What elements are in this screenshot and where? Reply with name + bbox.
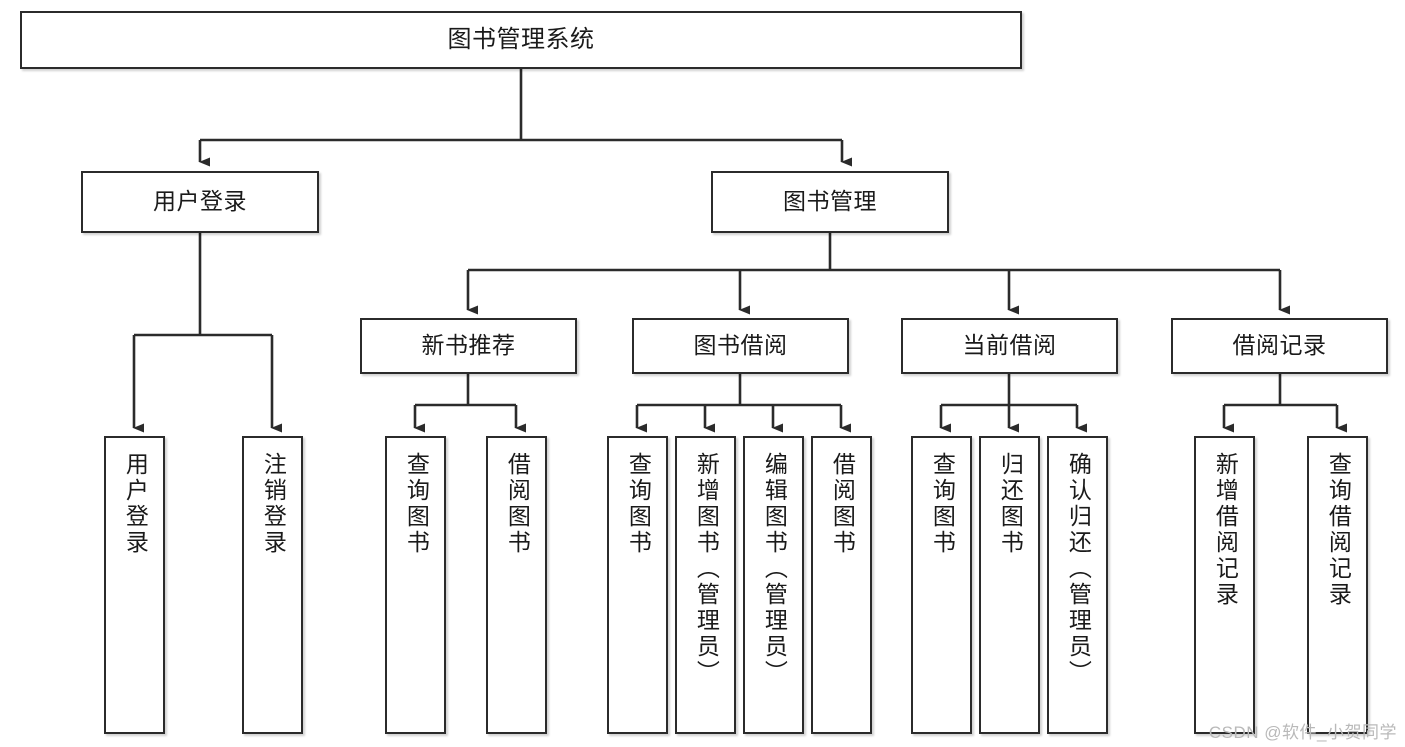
node-leaf-query-book-2-label: 查询图书 bbox=[625, 452, 652, 556]
node-leaf-edit-book-label: 编辑图书（管理员） bbox=[761, 452, 788, 686]
node-new-book-recommend[interactable]: 新书推荐 bbox=[360, 318, 577, 374]
node-leaf-add-book[interactable]: 新增图书（管理员） bbox=[675, 436, 736, 734]
node-leaf-logout-login[interactable]: 注销登录 bbox=[242, 436, 303, 734]
node-current-borrow[interactable]: 当前借阅 bbox=[901, 318, 1118, 374]
node-leaf-borrow-book-1[interactable]: 借阅图书 bbox=[486, 436, 547, 734]
node-leaf-borrow-book-1-label: 借阅图书 bbox=[504, 452, 531, 556]
node-leaf-user-login-label: 用户登录 bbox=[122, 452, 149, 556]
node-leaf-query-record-label: 查询借阅记录 bbox=[1325, 452, 1352, 608]
node-book-borrow[interactable]: 图书借阅 bbox=[632, 318, 849, 374]
node-leaf-borrow-book-2[interactable]: 借阅图书 bbox=[811, 436, 872, 734]
node-leaf-confirm-return[interactable]: 确认归还（管理员） bbox=[1047, 436, 1108, 734]
node-leaf-logout-login-label: 注销登录 bbox=[260, 452, 287, 556]
node-leaf-query-record[interactable]: 查询借阅记录 bbox=[1307, 436, 1368, 734]
node-leaf-confirm-return-label: 确认归还（管理员） bbox=[1065, 452, 1092, 686]
watermark-text: CSDN @软件_小贺同学 bbox=[1208, 723, 1397, 742]
node-book-borrow-label: 图书借阅 bbox=[693, 332, 788, 359]
node-leaf-query-book-1[interactable]: 查询图书 bbox=[385, 436, 446, 734]
node-leaf-add-book-label: 新增图书（管理员） bbox=[693, 452, 720, 686]
node-root-system[interactable]: 图书管理系统 bbox=[20, 11, 1022, 69]
node-new-book-recommend-label: 新书推荐 bbox=[421, 332, 516, 359]
node-leaf-query-book-1-label: 查询图书 bbox=[403, 452, 430, 556]
node-user-login[interactable]: 用户登录 bbox=[81, 171, 319, 233]
node-leaf-user-login[interactable]: 用户登录 bbox=[104, 436, 165, 734]
node-leaf-query-book-3-label: 查询图书 bbox=[929, 452, 956, 556]
node-leaf-query-book-3[interactable]: 查询图书 bbox=[911, 436, 972, 734]
node-book-manage-label: 图书管理 bbox=[783, 188, 877, 215]
node-user-login-label: 用户登录 bbox=[153, 188, 247, 215]
node-leaf-add-record[interactable]: 新增借阅记录 bbox=[1194, 436, 1255, 734]
node-root-system-label: 图书管理系统 bbox=[447, 25, 595, 53]
node-leaf-return-book[interactable]: 归还图书 bbox=[979, 436, 1040, 734]
node-current-borrow-label: 当前借阅 bbox=[962, 332, 1057, 359]
node-borrow-record-label: 借阅记录 bbox=[1232, 332, 1327, 359]
node-leaf-borrow-book-2-label: 借阅图书 bbox=[829, 452, 856, 556]
node-leaf-add-record-label: 新增借阅记录 bbox=[1212, 452, 1239, 608]
node-leaf-query-book-2[interactable]: 查询图书 bbox=[607, 436, 668, 734]
node-borrow-record[interactable]: 借阅记录 bbox=[1171, 318, 1388, 374]
node-book-manage[interactable]: 图书管理 bbox=[711, 171, 949, 233]
node-leaf-return-book-label: 归还图书 bbox=[997, 452, 1024, 556]
node-leaf-edit-book[interactable]: 编辑图书（管理员） bbox=[743, 436, 804, 734]
